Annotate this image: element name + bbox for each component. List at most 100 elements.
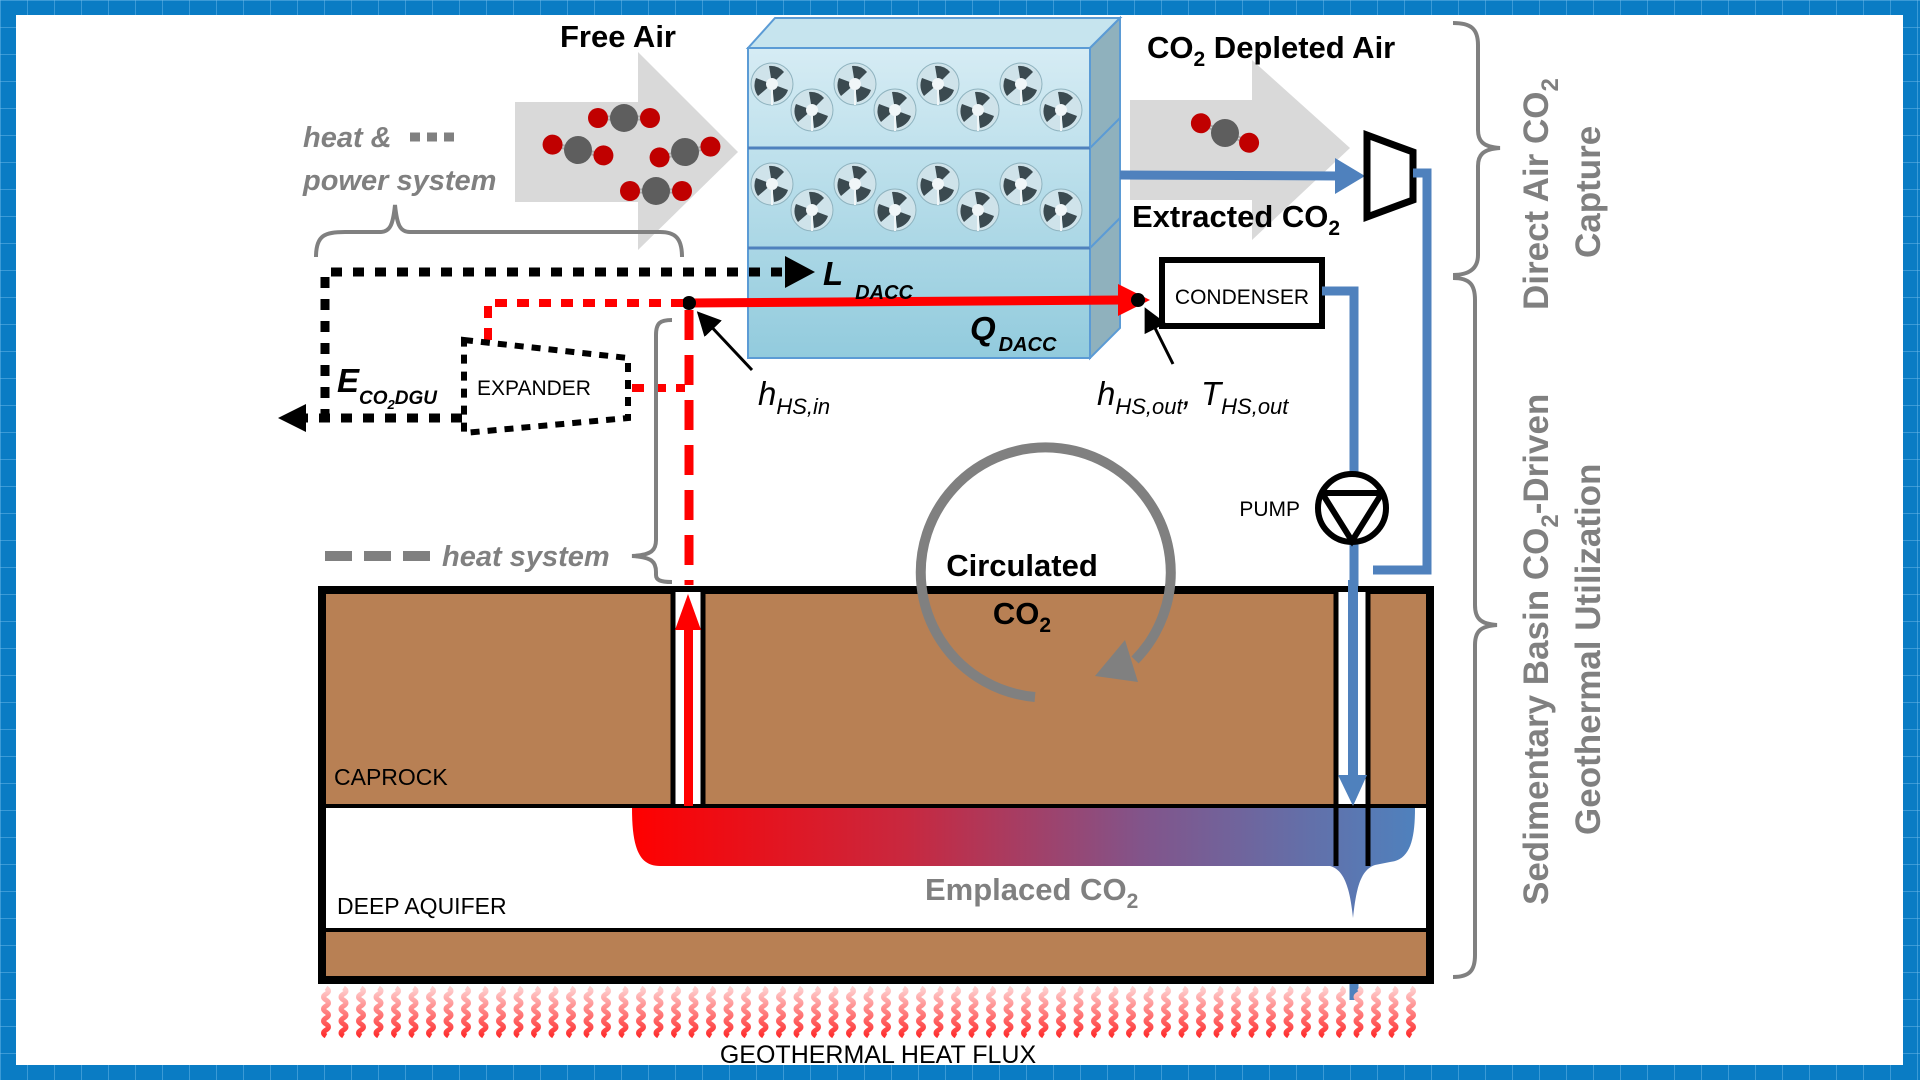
heat-flux-wave bbox=[618, 985, 629, 1039]
heat-flux-wave bbox=[881, 985, 891, 1039]
heat-flux-wave bbox=[1196, 985, 1206, 1039]
heat-flux-wave bbox=[391, 985, 401, 1039]
heat-flux-wave bbox=[601, 985, 611, 1039]
caprock-label: CAPROCK bbox=[334, 764, 448, 790]
pump-icon bbox=[1315, 471, 1389, 547]
heat-flux-wave bbox=[1108, 985, 1119, 1039]
heat-power-bracket bbox=[314, 204, 684, 258]
heat-flux-wave bbox=[496, 985, 506, 1039]
geothermal-heat-flux-waves bbox=[321, 985, 1416, 1039]
expander-label: EXPANDER bbox=[477, 377, 591, 400]
compressor-icon bbox=[1363, 129, 1417, 223]
heat-system-legend-label: heat system bbox=[442, 541, 610, 573]
deep-aquifer-label: DEEP AQUIFER bbox=[337, 893, 507, 919]
free-air-arrow bbox=[515, 52, 738, 250]
heat-flux-wave bbox=[898, 985, 909, 1039]
fan-icon bbox=[916, 62, 960, 106]
heat-flux-wave bbox=[548, 985, 559, 1039]
fan-icon bbox=[999, 162, 1043, 206]
heat-flux-wave bbox=[793, 985, 804, 1039]
fan-icon bbox=[833, 62, 877, 106]
heat-flux-wave bbox=[653, 985, 664, 1039]
heat-flux-wave bbox=[1406, 985, 1416, 1039]
production-well bbox=[670, 590, 706, 806]
heat-flux-wave bbox=[1318, 985, 1329, 1039]
emplaced-co2-plume bbox=[632, 808, 1415, 918]
heat-flux-wave bbox=[758, 985, 769, 1039]
power-line-dacc bbox=[320, 267, 795, 420]
compressor-outlet-pipe bbox=[1373, 168, 1432, 575]
dac-section-label-line2: Capture bbox=[1569, 126, 1608, 258]
fan-icon bbox=[1039, 88, 1083, 132]
heat-system-bracket bbox=[631, 318, 673, 584]
fan-icon bbox=[833, 162, 877, 206]
dac-section-label-line1: Direct Air CO2 bbox=[1517, 78, 1564, 310]
h-hs-out-pointer bbox=[1144, 307, 1175, 365]
heat-flux-wave bbox=[426, 985, 436, 1039]
heat-flux-wave bbox=[338, 985, 349, 1039]
fan-icon bbox=[873, 88, 917, 132]
fan-icon bbox=[790, 88, 834, 132]
geothermal-heat-flux-label: GEOTHERMAL HEAT FLUX bbox=[720, 1041, 1037, 1069]
pump-label: PUMP bbox=[1239, 498, 1300, 521]
heat-flux-wave bbox=[1388, 985, 1399, 1039]
heat-flux-wave bbox=[828, 985, 839, 1039]
heat-flux-wave bbox=[408, 985, 419, 1039]
ground-layers bbox=[318, 586, 1434, 984]
heat-flux-wave bbox=[566, 985, 576, 1039]
heat-flux-wave bbox=[583, 985, 594, 1039]
h-hs-in-label: hHS,in bbox=[758, 375, 830, 419]
heat-flux-wave bbox=[1126, 985, 1136, 1039]
heat-flux-wave bbox=[1301, 985, 1311, 1039]
expander-box bbox=[461, 336, 631, 437]
heat-flux-wave bbox=[1073, 985, 1084, 1039]
geo-section-label-line1: Sedimentary Basin CO2-Driven bbox=[1517, 394, 1564, 905]
heat-flux-wave bbox=[478, 985, 489, 1039]
heat-flux-wave bbox=[863, 985, 874, 1039]
free-air-label: Free Air bbox=[560, 19, 676, 54]
heat-flux-wave bbox=[321, 985, 331, 1039]
heat-flux-wave bbox=[986, 985, 996, 1039]
circulation-arrow bbox=[915, 442, 1176, 702]
heat-power-legend-line2: power system bbox=[302, 165, 496, 197]
heat-flux-wave bbox=[1248, 985, 1259, 1039]
heat-flux-wave bbox=[1161, 985, 1171, 1039]
extracted-co2-line bbox=[1119, 158, 1365, 194]
circulated-label: Circulated bbox=[946, 548, 1098, 583]
heat-flux-wave bbox=[811, 985, 821, 1039]
condenser-box bbox=[1159, 257, 1325, 329]
geo-section-label-line2: Geothermal Utilization bbox=[1569, 464, 1608, 835]
fan-icon bbox=[956, 88, 1000, 132]
dac-unit bbox=[745, 15, 1123, 361]
heat-flux-wave bbox=[671, 985, 681, 1039]
power-arrow-export bbox=[278, 404, 306, 432]
heat-flux-wave bbox=[1336, 985, 1346, 1039]
circulated-co2-label: CO2 bbox=[993, 596, 1051, 637]
heat-flux-wave bbox=[461, 985, 471, 1039]
dac-section-label: Direct Air CO2 Capture bbox=[1517, 78, 1608, 310]
heat-flux-wave bbox=[513, 985, 524, 1039]
co2-molecule bbox=[587, 103, 661, 133]
heat-flux-wave bbox=[1231, 985, 1241, 1039]
heat-flux-wave bbox=[846, 985, 856, 1039]
heat-flux-wave bbox=[443, 985, 454, 1039]
l-dacc-label: LDACC bbox=[823, 255, 914, 304]
heat-power-legend-line1: heat & bbox=[303, 122, 392, 154]
fan-icon bbox=[999, 62, 1043, 106]
heat-flux-wave bbox=[951, 985, 961, 1039]
h-hs-in-pointer bbox=[696, 311, 754, 372]
heat-flux-wave bbox=[1021, 985, 1031, 1039]
heat-flux-wave bbox=[776, 985, 786, 1039]
dac-bracket bbox=[1452, 21, 1501, 277]
heat-flux-wave bbox=[373, 985, 384, 1039]
heat-flux-wave bbox=[916, 985, 926, 1039]
heat-flux-wave bbox=[723, 985, 734, 1039]
heat-supply-line bbox=[682, 284, 1150, 316]
power-arrow-dacc bbox=[785, 256, 815, 288]
geo-bracket bbox=[1452, 276, 1498, 979]
expander-feed-line bbox=[484, 299, 683, 340]
co2-molecule bbox=[619, 176, 693, 206]
heat-flux-wave bbox=[1038, 985, 1049, 1039]
